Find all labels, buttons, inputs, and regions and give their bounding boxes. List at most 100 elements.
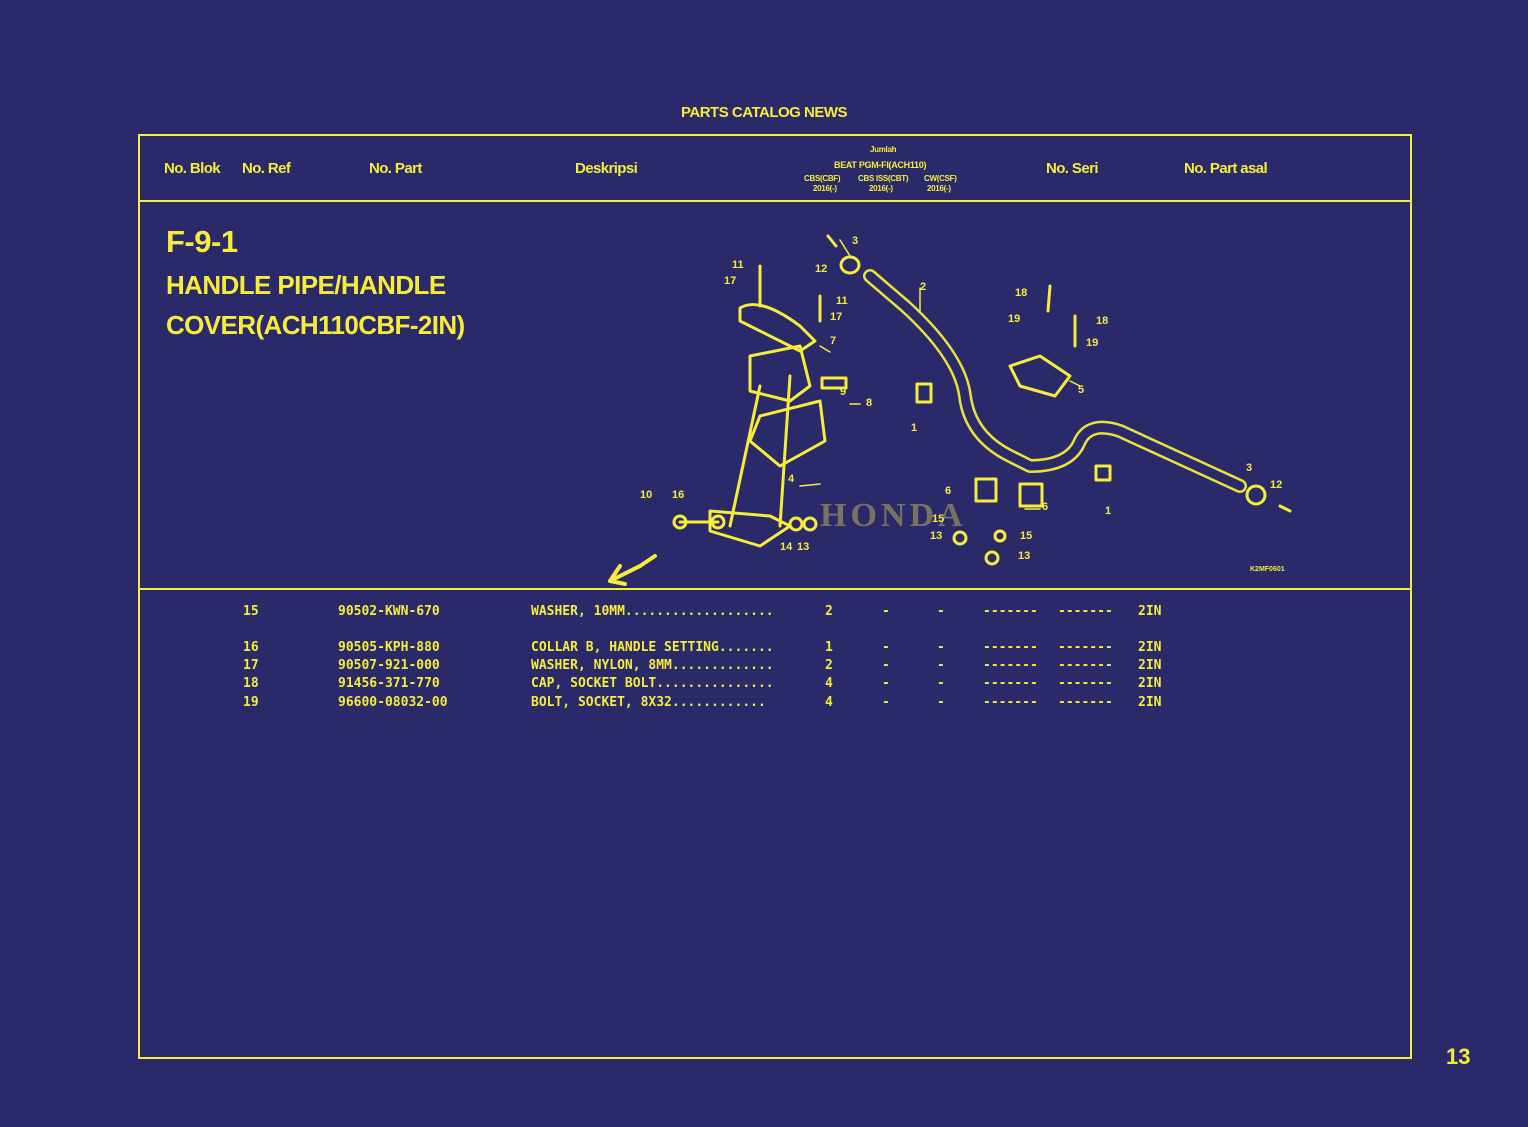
callout-16: 16 bbox=[672, 489, 684, 501]
seri-start: ------- bbox=[983, 640, 1038, 655]
seri-code: 2IN bbox=[1138, 658, 1162, 673]
callout-7: 7 bbox=[830, 335, 836, 347]
callout-12: 12 bbox=[1270, 479, 1282, 491]
callout-4: 4 bbox=[788, 473, 795, 485]
qty-cbs: 1 bbox=[825, 640, 833, 655]
qty-cw: - bbox=[937, 695, 945, 710]
col-sub3: CW(CSF) bbox=[924, 174, 957, 183]
callout-10: 10 bbox=[640, 489, 652, 501]
part-ref: 16 bbox=[243, 640, 259, 655]
callout-17: 17 bbox=[830, 311, 842, 323]
block-name-line1: HANDLE PIPE/HANDLE bbox=[166, 270, 446, 300]
callout-3: 3 bbox=[1246, 462, 1252, 474]
part-number: 90505-KPH-880 bbox=[338, 640, 440, 655]
col-desc: Deskripsi bbox=[575, 160, 638, 177]
part-number: 90502-KWN-670 bbox=[338, 604, 440, 619]
callout-1: 1 bbox=[1105, 505, 1111, 517]
part-number: 90507-921-000 bbox=[338, 658, 440, 673]
part-description: COLLAR B, HANDLE SETTING....... bbox=[531, 640, 774, 655]
qty-cw: - bbox=[937, 640, 945, 655]
part-ref: 18 bbox=[243, 676, 259, 691]
qty-cw: - bbox=[937, 676, 945, 691]
col-blok: No. Blok bbox=[164, 160, 221, 177]
part-ref: 17 bbox=[243, 658, 259, 673]
page-number: 13 bbox=[1446, 1044, 1471, 1069]
col-seri: No. Seri bbox=[1046, 160, 1098, 177]
callout-13: 13 bbox=[930, 530, 942, 542]
callout-6: 6 bbox=[945, 485, 951, 497]
col-yr2: 2016(-) bbox=[869, 184, 893, 193]
header-divider bbox=[140, 200, 1410, 202]
part-number: 91456-371-770 bbox=[338, 676, 440, 691]
col-sub1: CBS(CBF) bbox=[804, 174, 841, 183]
callout-6: 6 bbox=[1042, 501, 1048, 513]
block-code: F-9-1 bbox=[166, 224, 238, 259]
qty-cbs-iss: - bbox=[882, 695, 890, 710]
callout-2: 2 bbox=[920, 281, 926, 293]
part-ref: 19 bbox=[243, 695, 259, 710]
parts-table-frame: No. Blok No. Ref No. Part Deskripsi Juml… bbox=[138, 134, 1412, 1059]
col-model: BEAT PGM-FI(ACH110) bbox=[834, 160, 927, 170]
callout-5: 5 bbox=[1078, 384, 1084, 396]
block-name-line2: COVER(ACH110CBF-2IN) bbox=[166, 310, 465, 340]
callout-9: 9 bbox=[840, 386, 846, 398]
col-sub2: CBS ISS(CBT) bbox=[858, 174, 909, 183]
callout-19: 19 bbox=[1008, 313, 1020, 325]
seri-code: 2IN bbox=[1138, 640, 1162, 655]
table-row: 18 91456-371-770 CAP, SOCKET BOLT.........… bbox=[140, 676, 1410, 694]
callout-15: 15 bbox=[1020, 530, 1032, 542]
callout-19: 19 bbox=[1086, 337, 1098, 349]
seri-code: 2IN bbox=[1138, 676, 1162, 691]
seri-start: ------- bbox=[983, 604, 1038, 619]
callout-17: 17 bbox=[724, 275, 736, 287]
diagram-code: K2MF0601 bbox=[1250, 566, 1285, 573]
callout-11: 11 bbox=[836, 295, 848, 307]
seri-end: ------- bbox=[1058, 695, 1113, 710]
part-description: CAP, SOCKET BOLT............... bbox=[531, 676, 774, 691]
callout-12: 12 bbox=[815, 263, 827, 275]
seri-code: 2IN bbox=[1138, 695, 1162, 710]
seri-start: ------- bbox=[983, 676, 1038, 691]
qty-cbs-iss: - bbox=[882, 604, 890, 619]
honda-watermark: HONDA bbox=[820, 497, 967, 534]
table-row: 16 90505-KPH-880 COLLAR B, HANDLE SETTING.… bbox=[140, 640, 1410, 658]
callout-14: 14 bbox=[780, 541, 793, 553]
qty-cbs: 4 bbox=[825, 676, 833, 691]
diagram-divider bbox=[140, 588, 1410, 590]
seri-end: ------- bbox=[1058, 640, 1113, 655]
qty-cbs: 4 bbox=[825, 695, 833, 710]
qty-cbs-iss: - bbox=[882, 676, 890, 691]
catalog-title: PARTS CATALOG NEWS bbox=[681, 104, 848, 121]
part-number: 96600-08032-00 bbox=[338, 695, 448, 710]
qty-cbs: 2 bbox=[825, 658, 833, 673]
seri-end: ------- bbox=[1058, 676, 1113, 691]
seri-end: ------- bbox=[1058, 658, 1113, 673]
col-yr1: 2016(-) bbox=[813, 184, 837, 193]
callout-3: 3 bbox=[852, 235, 858, 247]
part-description: WASHER, 10MM................... bbox=[531, 604, 774, 619]
table-row: 17 90507-921-000 WASHER, NYLON, 8MM.......… bbox=[140, 658, 1410, 676]
qty-cbs-iss: - bbox=[882, 658, 890, 673]
qty-cw: - bbox=[937, 604, 945, 619]
col-asal: No. Part asal bbox=[1184, 160, 1268, 177]
seri-start: ------- bbox=[983, 658, 1038, 673]
qty-cbs: 2 bbox=[825, 604, 833, 619]
callout-11: 11 bbox=[732, 259, 744, 271]
part-description: WASHER, NYLON, 8MM............. bbox=[531, 658, 774, 673]
seri-start: ------- bbox=[983, 695, 1038, 710]
callout-15: 15 bbox=[932, 513, 944, 525]
table-row: 15 90502-KWN-670 WASHER, 10MM.............… bbox=[140, 604, 1410, 622]
callout-1: 1 bbox=[911, 422, 917, 434]
col-part: No. Part bbox=[369, 160, 422, 177]
col-jumlah: Jumlah bbox=[870, 145, 897, 154]
seri-end: ------- bbox=[1058, 604, 1113, 619]
qty-cw: - bbox=[937, 658, 945, 673]
callout-18: 18 bbox=[1096, 315, 1108, 327]
callout-13: 13 bbox=[797, 541, 809, 553]
qty-cbs-iss: - bbox=[882, 640, 890, 655]
col-ref: No. Ref bbox=[242, 160, 291, 177]
part-ref: 15 bbox=[243, 604, 259, 619]
